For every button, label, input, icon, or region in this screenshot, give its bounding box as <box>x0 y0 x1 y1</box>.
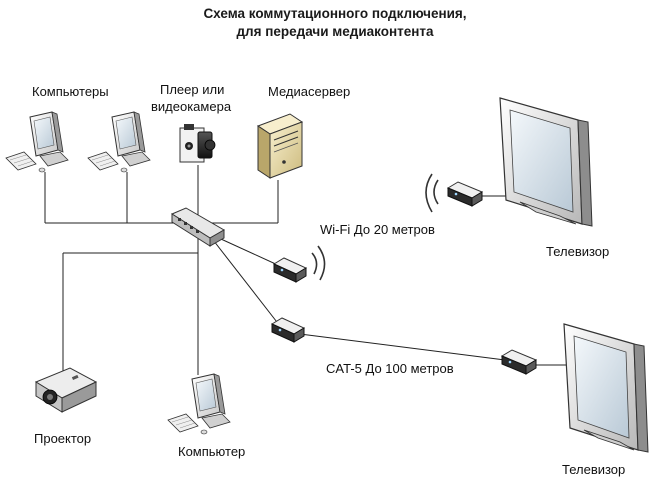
label-player-line2: видеокамера <box>151 99 232 114</box>
network-switch-icon <box>170 207 226 247</box>
wifi-waves-left <box>425 173 439 213</box>
ethernet-receiver-icon <box>500 349 538 375</box>
label-computer: Компьютер <box>178 444 246 459</box>
label-mediaserver: Медиасервер <box>268 84 351 99</box>
label-tv-top: Телевизор <box>546 244 610 259</box>
wifi-adapter-icon <box>272 257 308 283</box>
projector-icon <box>34 367 98 413</box>
wifi-receiver-icon <box>446 181 484 207</box>
label-tv-bottom: Телевизор <box>562 462 626 477</box>
wifi-waves-right <box>311 245 326 281</box>
ethernet-adapter-icon <box>270 317 306 343</box>
connection-lines <box>44 165 572 375</box>
label-player-line1: Плеер или <box>160 82 225 97</box>
tv-icon <box>563 323 649 453</box>
label-projector: Проектор <box>34 431 92 446</box>
label-computers: Компьютеры <box>32 84 109 99</box>
camcorder-icon <box>179 124 216 163</box>
label-cat5: CAT-5 До 100 метров <box>326 361 454 376</box>
tv-icon <box>499 97 593 227</box>
computer-icon <box>5 111 69 173</box>
diagram-title-line2: для передачи медиаконтента <box>236 24 434 39</box>
server-icon <box>256 113 304 179</box>
computer-icon <box>167 373 231 435</box>
label-wifi: Wi-Fi До 20 метров <box>320 222 435 237</box>
diagram-title-line1: Схема коммутационного подключения, <box>203 6 467 21</box>
computer-icon <box>87 111 151 173</box>
